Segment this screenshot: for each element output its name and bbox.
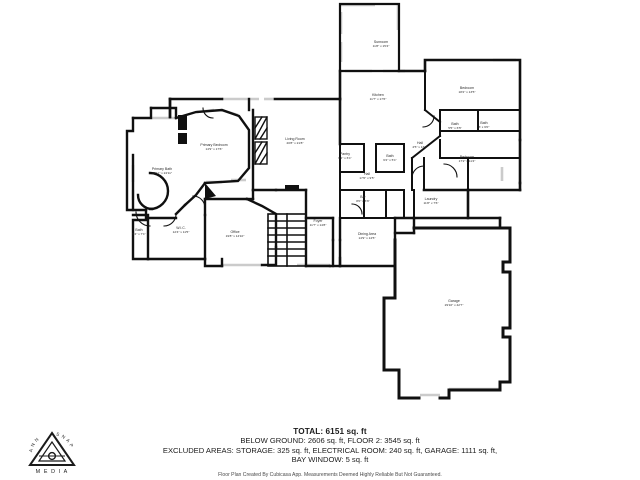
area-summary: TOTAL: 6151 sq. ft BELOW GROUND: 2606 sq…: [120, 427, 540, 465]
room-dimensions: 6'2" x 6'1": [338, 156, 352, 160]
room-name: Garage: [448, 299, 460, 303]
room-name: Sunroom: [374, 40, 388, 44]
room-name: Bath: [386, 154, 393, 158]
room-dimensions: 12'4" x 11'5": [173, 230, 190, 234]
room-name: Living Room: [285, 137, 305, 141]
room-name: Pantry: [340, 152, 350, 156]
room-dimensions: 10'11" x 24'11": [152, 171, 172, 175]
bay-window-hatch: [254, 116, 268, 165]
garage-walls: [382, 226, 512, 400]
room-name: Bath: [135, 228, 142, 232]
room-name: Bar: [360, 195, 366, 199]
room-dimensions: 29'10" x 42'7": [445, 303, 464, 307]
room-dimensions: 6'2" x 5'1": [383, 158, 397, 162]
room-name: Hall: [417, 141, 423, 145]
southwest-walls: [131, 197, 278, 268]
room-dimensions: 19'8" x 14'10": [226, 234, 245, 238]
room-dimensions: 14'9" x 17'6": [206, 147, 223, 151]
wall-lines: [125, 2, 522, 400]
room-name: Hall: [364, 172, 370, 176]
brand-arc-right: S N A P: [56, 431, 75, 448]
total-area: TOTAL: 6151 sq. ft: [293, 427, 367, 436]
west-wing-walls: [125, 106, 251, 261]
room-dimensions: 11'7" x 17'6": [370, 97, 387, 101]
room-dimensions: 20'8" x 21'8": [287, 141, 304, 145]
foyer-dining-walls: [304, 188, 416, 268]
center-core-walls: [339, 143, 405, 219]
room-name: Primary Bedroom: [200, 143, 227, 147]
excluded-areas-line: EXCLUDED AREAS: STORAGE: 325 sq. ft, ELE…: [162, 445, 498, 455]
room-name: Bedroom: [460, 86, 474, 90]
door-swings: [135, 107, 458, 227]
room-dimensions: 8'0" x 6'6": [356, 199, 370, 203]
room-dimensions: 6' x 6'0": [479, 125, 490, 129]
plan-background: [0, 0, 640, 415]
room-dimensions: 11'8" x 7'6": [423, 201, 438, 205]
room-dimensions: 4'5" x 13'6": [412, 145, 427, 149]
brand-logo: A N N S N A P M E D I A: [26, 427, 78, 475]
room-name: Foyer: [314, 219, 324, 223]
brand-name: M E D I A: [36, 469, 69, 475]
room-label-wic: W.I.C.12'4" x 11'5": [173, 226, 190, 234]
room-name: Primary Bath: [152, 167, 172, 171]
living-room-walls: [168, 97, 308, 201]
room-name: Dining Area: [358, 232, 376, 236]
room-name: W.I.C.: [176, 226, 186, 230]
room-dimensions: 17'2" x 11'4": [459, 159, 476, 163]
inner-triangle-icon: [37, 440, 67, 462]
room-dimensions: 14'9" x 14'5": [359, 236, 376, 240]
room-dimensions: 5'5" x 6'5": [448, 126, 462, 130]
room-name: Bath: [480, 121, 487, 125]
room-name: Bath: [451, 122, 458, 126]
room-dimensions: 11'7" x 14'8": [310, 223, 327, 227]
room-dimensions: 5'4" x 7'1": [132, 232, 146, 236]
room-name: Office: [230, 230, 239, 234]
room-name: Bedroom: [460, 155, 474, 159]
lens-icon: [47, 451, 57, 461]
brand-arc-left: A N N: [28, 437, 40, 453]
room-dimensions: 18'2" x 13'5": [459, 90, 476, 94]
footer: TOTAL: 6151 sq. ft BELOW GROUND: 2606 sq…: [0, 415, 640, 480]
below-ground-floor2: BELOW GROUND: 2606 sq. ft, FLOOR 2: 3545…: [240, 436, 420, 446]
triangle-icon: [28, 431, 76, 466]
room-dimensions: 11'8" x 15'4": [373, 44, 390, 48]
room-name: Kitchen: [372, 93, 384, 97]
fixtures: [178, 115, 299, 199]
room-dimensions: 17'6" x 9'5": [359, 176, 374, 180]
logo-mark: A N N S N A P M E D I A: [28, 431, 76, 475]
room-name: Laundry: [425, 197, 438, 201]
disclaimer-text: Floor Plan Created By Cubicasa App. Meas…: [218, 472, 442, 478]
laundry-walls: [413, 189, 469, 219]
east-rooms-walls: [410, 70, 521, 191]
bay-window-line: BAY WINDOW: 5 sq. ft: [291, 455, 369, 465]
